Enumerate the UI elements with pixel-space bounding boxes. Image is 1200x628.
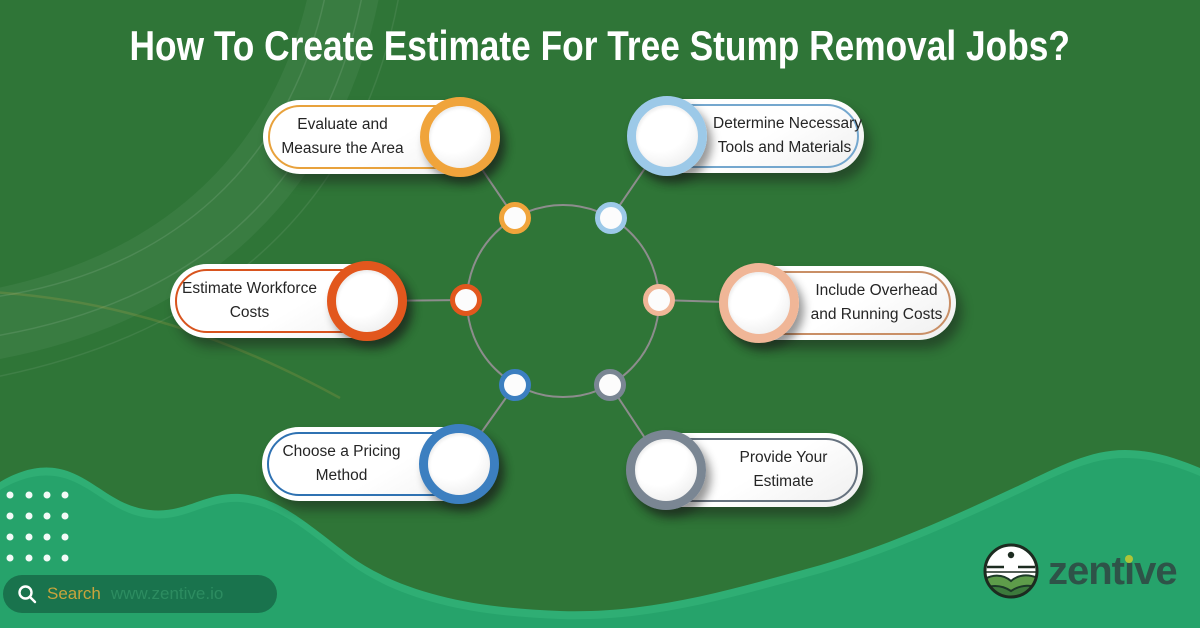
hub-node-provide-estimate — [594, 369, 626, 401]
i-dot — [1125, 555, 1134, 563]
hub-node-overhead-costs — [643, 284, 675, 316]
step-pill-provide-estimate: Provide Your Estimate — [626, 430, 863, 510]
search-bar[interactable]: Search www.zentive.io — [3, 575, 277, 613]
hub-node-pricing-method — [499, 369, 531, 401]
hub-node-evaluate-area — [499, 202, 531, 234]
step-circle-workforce-costs — [327, 261, 407, 341]
search-url: www.zentive.io — [110, 584, 224, 603]
step-pill-pricing-method: Choose a Pricing Method — [262, 424, 499, 504]
step-label-provide-estimate: Provide Your Estimate — [739, 448, 828, 490]
step-pill-workforce-costs: Estimate Workforce Costs — [170, 261, 407, 341]
step-circle-overhead-costs — [719, 263, 799, 343]
step-label-evaluate-area: Evaluate and Measure the Area — [281, 115, 404, 157]
step-pill-overhead-costs: Include Overhead and Running Costs — [719, 263, 956, 343]
step-label-workforce-costs: Estimate Workforce Costs — [182, 279, 317, 321]
step-label-overhead-costs: Include Overhead and Running Costs — [810, 281, 943, 323]
search-icon — [18, 585, 37, 604]
step-circle-provide-estimate — [626, 430, 706, 510]
step-pill-tools-materials: Determine Necessary Tools and Materials — [627, 96, 864, 176]
hub-node-tools-materials — [595, 202, 627, 234]
step-pill-evaluate-area: Evaluate and Measure the Area — [263, 97, 500, 177]
zentive-logo-icon — [983, 543, 1039, 599]
step-circle-tools-materials — [627, 96, 707, 176]
step-circle-evaluate-area — [420, 97, 500, 177]
step-circle-pricing-method — [419, 424, 499, 504]
page-title: How To Create Estimate For Tree Stump Re… — [129, 22, 1071, 69]
step-label-pricing-method: Choose a Pricing Method — [282, 442, 401, 484]
dots-pattern — [6, 491, 69, 562]
hub-node-workforce-costs — [450, 284, 482, 316]
step-label-tools-materials: Determine Necessary Tools and Materials — [713, 114, 863, 156]
cycle-ring — [466, 204, 660, 398]
search-label: Search — [47, 584, 101, 603]
